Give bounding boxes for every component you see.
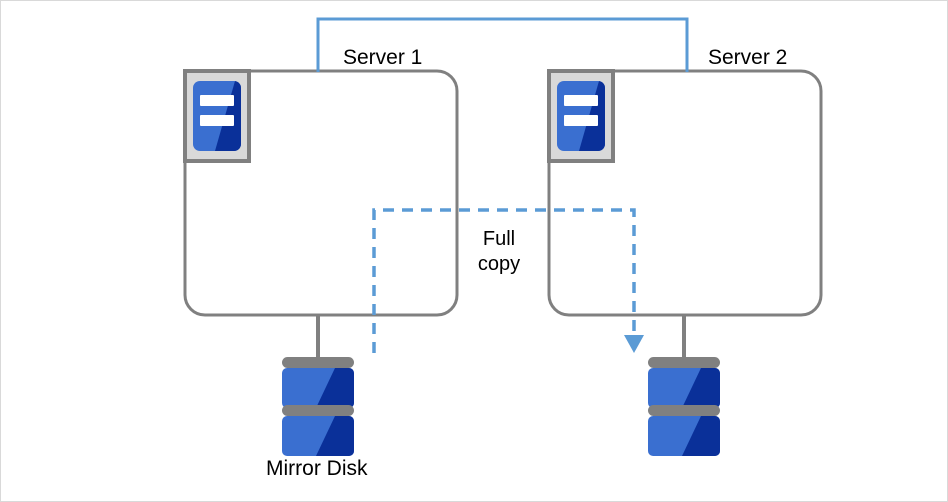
full-copy-label-line1: Full [482, 228, 516, 250]
server-icon [183, 69, 251, 163]
full-copy-label-line2: copy [477, 253, 521, 275]
disk-stack-icon [648, 357, 720, 456]
server1-box [183, 69, 459, 317]
server2-label: Server 2 [708, 46, 788, 69]
mirror-disk-label: Mirror Disk [266, 457, 368, 480]
disk-stack-icon [282, 357, 354, 456]
server-icon [547, 69, 615, 163]
server-interconnect-link [316, 17, 689, 72]
server1-label: Server 1 [343, 46, 423, 69]
full-copy-flow [372, 208, 644, 353]
